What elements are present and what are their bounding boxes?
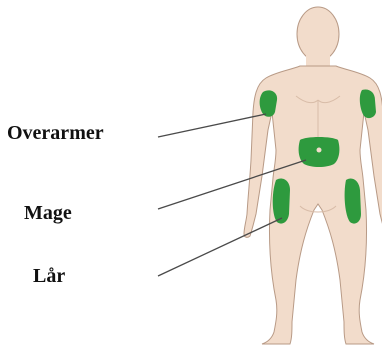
leader-line-thighs — [158, 218, 282, 276]
label-thighs: Lår — [33, 266, 65, 286]
leader-line-upper-arms — [158, 114, 266, 137]
navel — [317, 148, 322, 153]
label-upper-arms: Overarmer — [7, 123, 104, 143]
body-silhouette — [244, 7, 382, 344]
label-abdomen: Mage — [24, 203, 72, 223]
injection-area-left-thigh — [273, 178, 290, 223]
